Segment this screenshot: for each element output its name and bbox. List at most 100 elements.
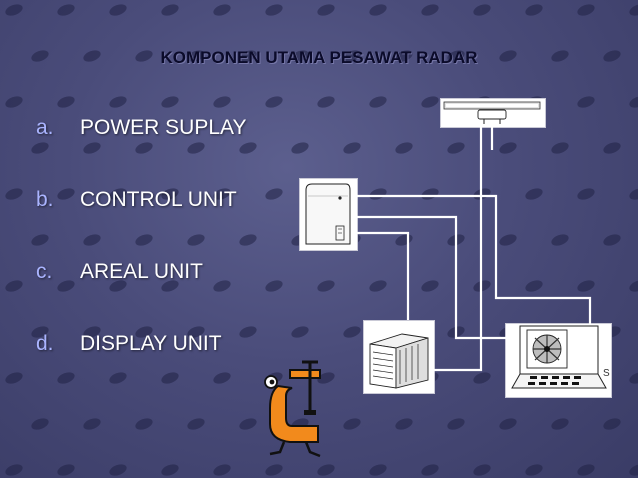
antenna-unit-icon bbox=[443, 101, 541, 124]
background-dot bbox=[109, 464, 127, 476]
background-dot bbox=[603, 50, 621, 62]
background-dot bbox=[395, 418, 413, 430]
list-item-label: POWER SUPLAY bbox=[80, 116, 247, 139]
background-dot bbox=[109, 188, 127, 200]
background-dot bbox=[317, 96, 335, 108]
background-dot bbox=[265, 188, 283, 200]
background-dot bbox=[109, 96, 127, 108]
background-dot bbox=[473, 464, 491, 476]
component-list: a. POWER SUPLAY b. CONTROL UNIT c. AREAL… bbox=[36, 116, 246, 404]
background-dot bbox=[161, 96, 179, 108]
background-dot bbox=[83, 50, 101, 62]
background-dot bbox=[213, 280, 231, 292]
list-item: a. POWER SUPLAY bbox=[36, 116, 246, 188]
background-dot bbox=[135, 418, 153, 430]
background-dot bbox=[499, 142, 517, 154]
background-dot bbox=[109, 280, 127, 292]
background-dot bbox=[447, 142, 465, 154]
background-dot bbox=[317, 464, 335, 476]
background-dot bbox=[239, 142, 257, 154]
background-dot bbox=[213, 96, 231, 108]
background-dot bbox=[265, 4, 283, 16]
background-dot bbox=[265, 464, 283, 476]
background-dot bbox=[239, 50, 257, 62]
background-dot bbox=[239, 234, 257, 246]
background-dot bbox=[5, 188, 23, 200]
background-dot bbox=[577, 4, 595, 16]
list-marker: b. bbox=[36, 188, 54, 211]
background-dot bbox=[499, 418, 517, 430]
list-marker: d. bbox=[36, 332, 54, 355]
background-dot bbox=[57, 96, 75, 108]
background-dot bbox=[187, 142, 205, 154]
background-dot bbox=[109, 372, 127, 384]
background-dot bbox=[551, 50, 569, 62]
background-dot bbox=[83, 142, 101, 154]
background-dot bbox=[31, 326, 49, 338]
slide-title: KOMPONEN UTAMA PESAWAT RADAR bbox=[160, 48, 478, 67]
background-dot bbox=[213, 372, 231, 384]
background-dot bbox=[473, 4, 491, 16]
background-dot bbox=[187, 234, 205, 246]
background-dot bbox=[161, 372, 179, 384]
background-dot bbox=[57, 4, 75, 16]
background-dot bbox=[421, 96, 439, 108]
display-caption: S bbox=[603, 368, 610, 379]
power-supply-icon bbox=[369, 333, 429, 389]
background-dot bbox=[317, 4, 335, 16]
background-dot bbox=[525, 188, 543, 200]
background-dot bbox=[57, 372, 75, 384]
list-item: c. AREAL UNIT bbox=[36, 260, 246, 332]
background-dot bbox=[57, 188, 75, 200]
background-dot bbox=[5, 280, 23, 292]
background-dot bbox=[5, 464, 23, 476]
background-dot bbox=[31, 418, 49, 430]
background-dot bbox=[343, 418, 361, 430]
background-dot bbox=[629, 280, 638, 292]
background-dot bbox=[629, 188, 638, 200]
background-dot bbox=[135, 326, 153, 338]
control-unit-icon bbox=[305, 183, 351, 245]
background-dot bbox=[343, 50, 361, 62]
background-dot bbox=[265, 280, 283, 292]
background-dot bbox=[343, 142, 361, 154]
background-dot bbox=[5, 372, 23, 384]
background-dot bbox=[499, 234, 517, 246]
background-dot bbox=[421, 464, 439, 476]
background-dot bbox=[109, 4, 127, 16]
background-dot bbox=[421, 4, 439, 16]
background-dot bbox=[629, 96, 638, 108]
background-dot bbox=[57, 464, 75, 476]
background-dot bbox=[603, 142, 621, 154]
background-dot bbox=[317, 372, 335, 384]
background-dot bbox=[317, 280, 335, 292]
background-dot bbox=[369, 464, 387, 476]
background-dot bbox=[369, 4, 387, 16]
background-dot bbox=[31, 142, 49, 154]
background-dot bbox=[291, 50, 309, 62]
background-dot bbox=[213, 464, 231, 476]
background-dot bbox=[135, 234, 153, 246]
background-dot bbox=[525, 464, 543, 476]
background-dot bbox=[577, 188, 595, 200]
background-dot bbox=[395, 50, 413, 62]
background-dot bbox=[447, 50, 465, 62]
background-dot bbox=[161, 464, 179, 476]
display-unit-icon: S bbox=[511, 325, 610, 389]
background-dot bbox=[525, 4, 543, 16]
clamp-mascot-icon bbox=[264, 360, 321, 458]
background-dot bbox=[577, 464, 595, 476]
background-dot bbox=[551, 418, 569, 430]
background-dot bbox=[31, 234, 49, 246]
background-dot bbox=[31, 50, 49, 62]
background-dot bbox=[161, 4, 179, 16]
background-dot bbox=[5, 4, 23, 16]
background-dot bbox=[629, 464, 638, 476]
background-dot bbox=[291, 142, 309, 154]
background-dot bbox=[187, 50, 205, 62]
list-marker: c. bbox=[36, 260, 53, 283]
background-dot bbox=[135, 142, 153, 154]
